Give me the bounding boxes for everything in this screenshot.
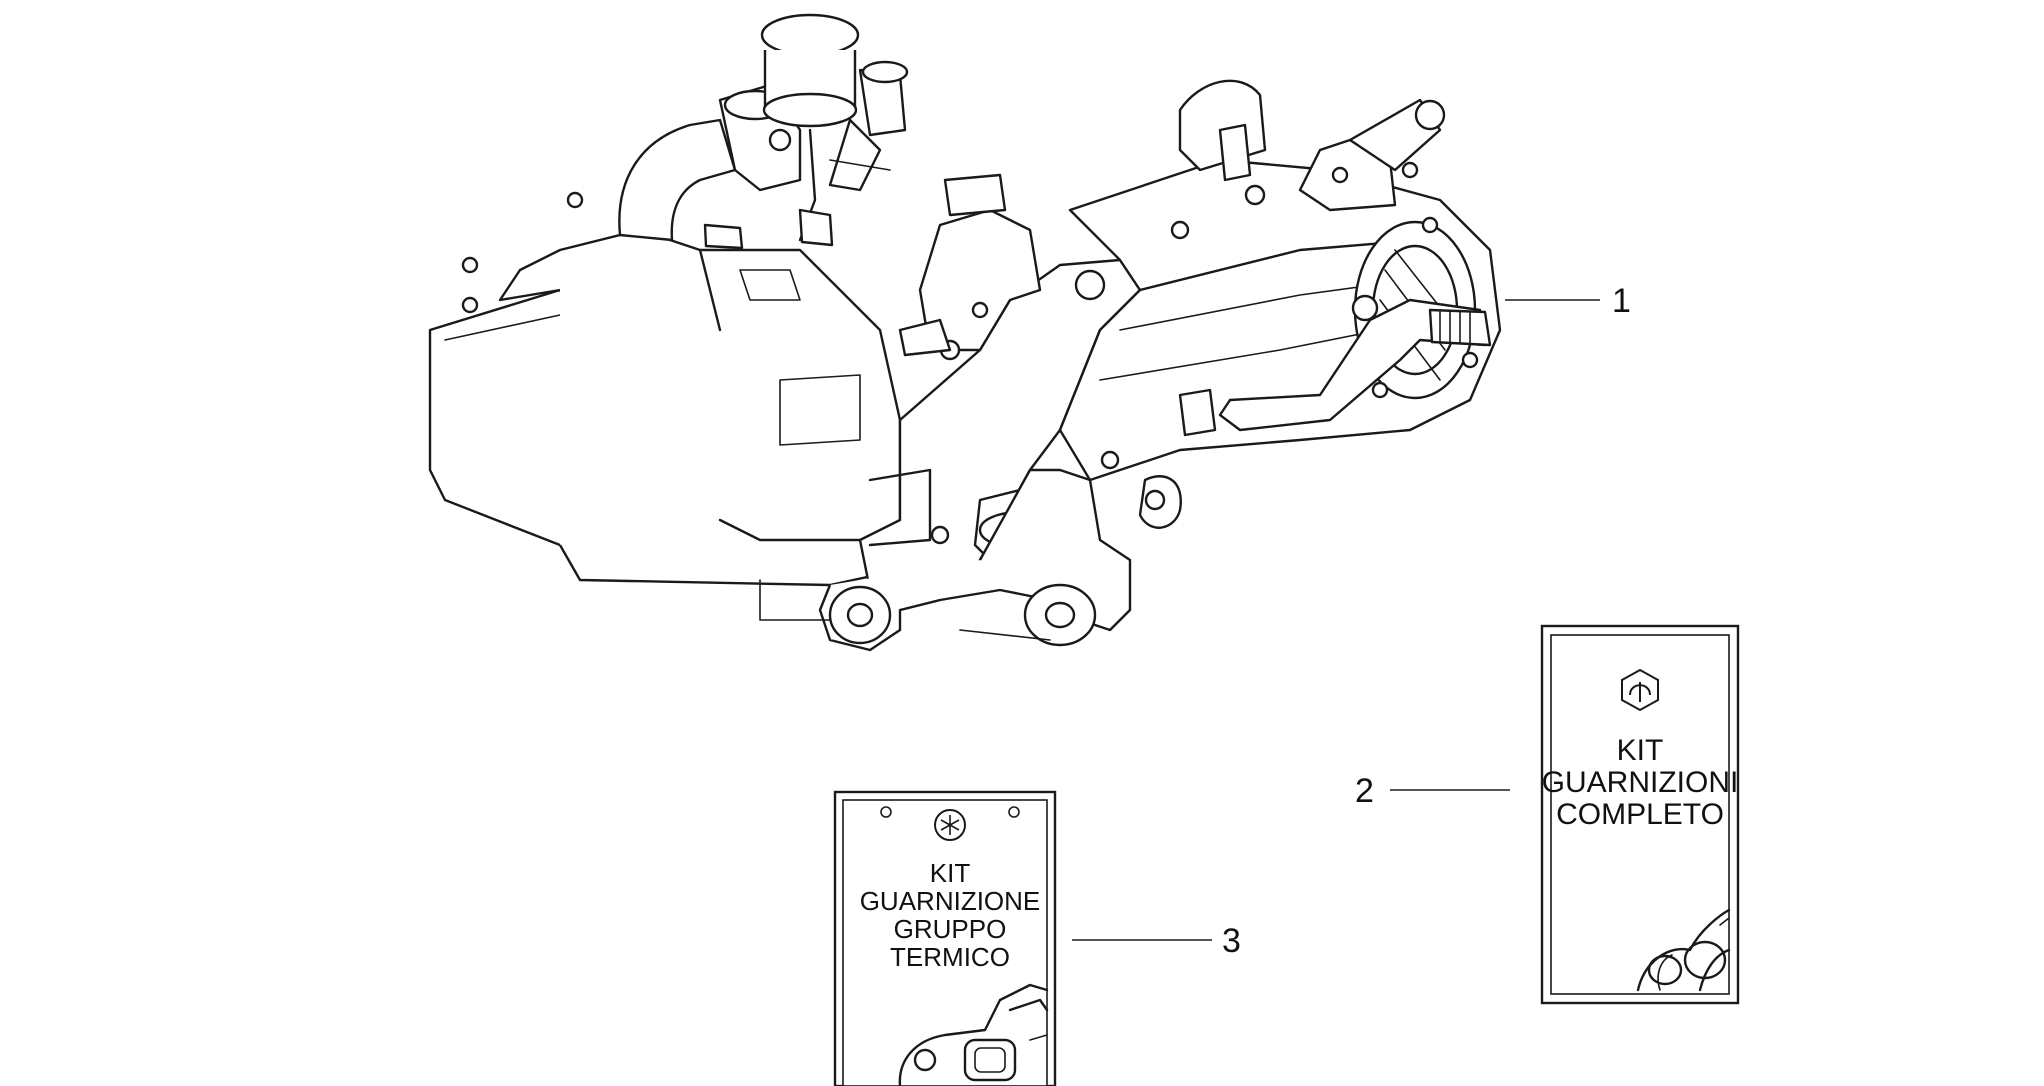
callout-number-3[interactable]: 3 bbox=[1222, 922, 1241, 960]
gasket-kit-complete[interactable]: KIT GUARNIZIONI COMPLETO bbox=[1540, 624, 1740, 1005]
mounting-hole-icon bbox=[880, 806, 892, 818]
callout-number-1[interactable]: 1 bbox=[1612, 282, 1631, 320]
kit-thermal-line-2: GUARNIZIONE bbox=[860, 886, 1041, 916]
mounting-hole-icon bbox=[1008, 806, 1020, 818]
gasket-outline-illustration bbox=[1636, 908, 1731, 992]
kit-complete-line-1: KIT bbox=[1617, 734, 1664, 767]
transmission-case bbox=[1058, 79, 1502, 482]
engine-mount bbox=[858, 173, 1142, 612]
engine-assembly[interactable] bbox=[428, 13, 1502, 652]
gasket-outline-illustration bbox=[898, 983, 1049, 1086]
carburetor bbox=[618, 13, 909, 250]
callout-number-2[interactable]: 2 bbox=[1355, 772, 1374, 810]
gasket-kit-thermal[interactable]: KIT GUARNIZIONE GRUPPO TERMICO bbox=[833, 790, 1057, 1086]
piaggio-logo-icon bbox=[1621, 668, 1659, 712]
kit-complete-line-3: COMPLETO bbox=[1556, 798, 1724, 831]
snowflake-logo-icon bbox=[934, 809, 966, 841]
kit-thermal-line-4: TERMICO bbox=[890, 942, 1010, 972]
lower-mount bbox=[759, 468, 1182, 652]
kit-thermal-line-1: KIT bbox=[930, 858, 971, 888]
kit-complete-line-2: GUARNIZIONI bbox=[1542, 766, 1739, 799]
kit-thermal-line-3: GRUPPO bbox=[894, 914, 1007, 944]
